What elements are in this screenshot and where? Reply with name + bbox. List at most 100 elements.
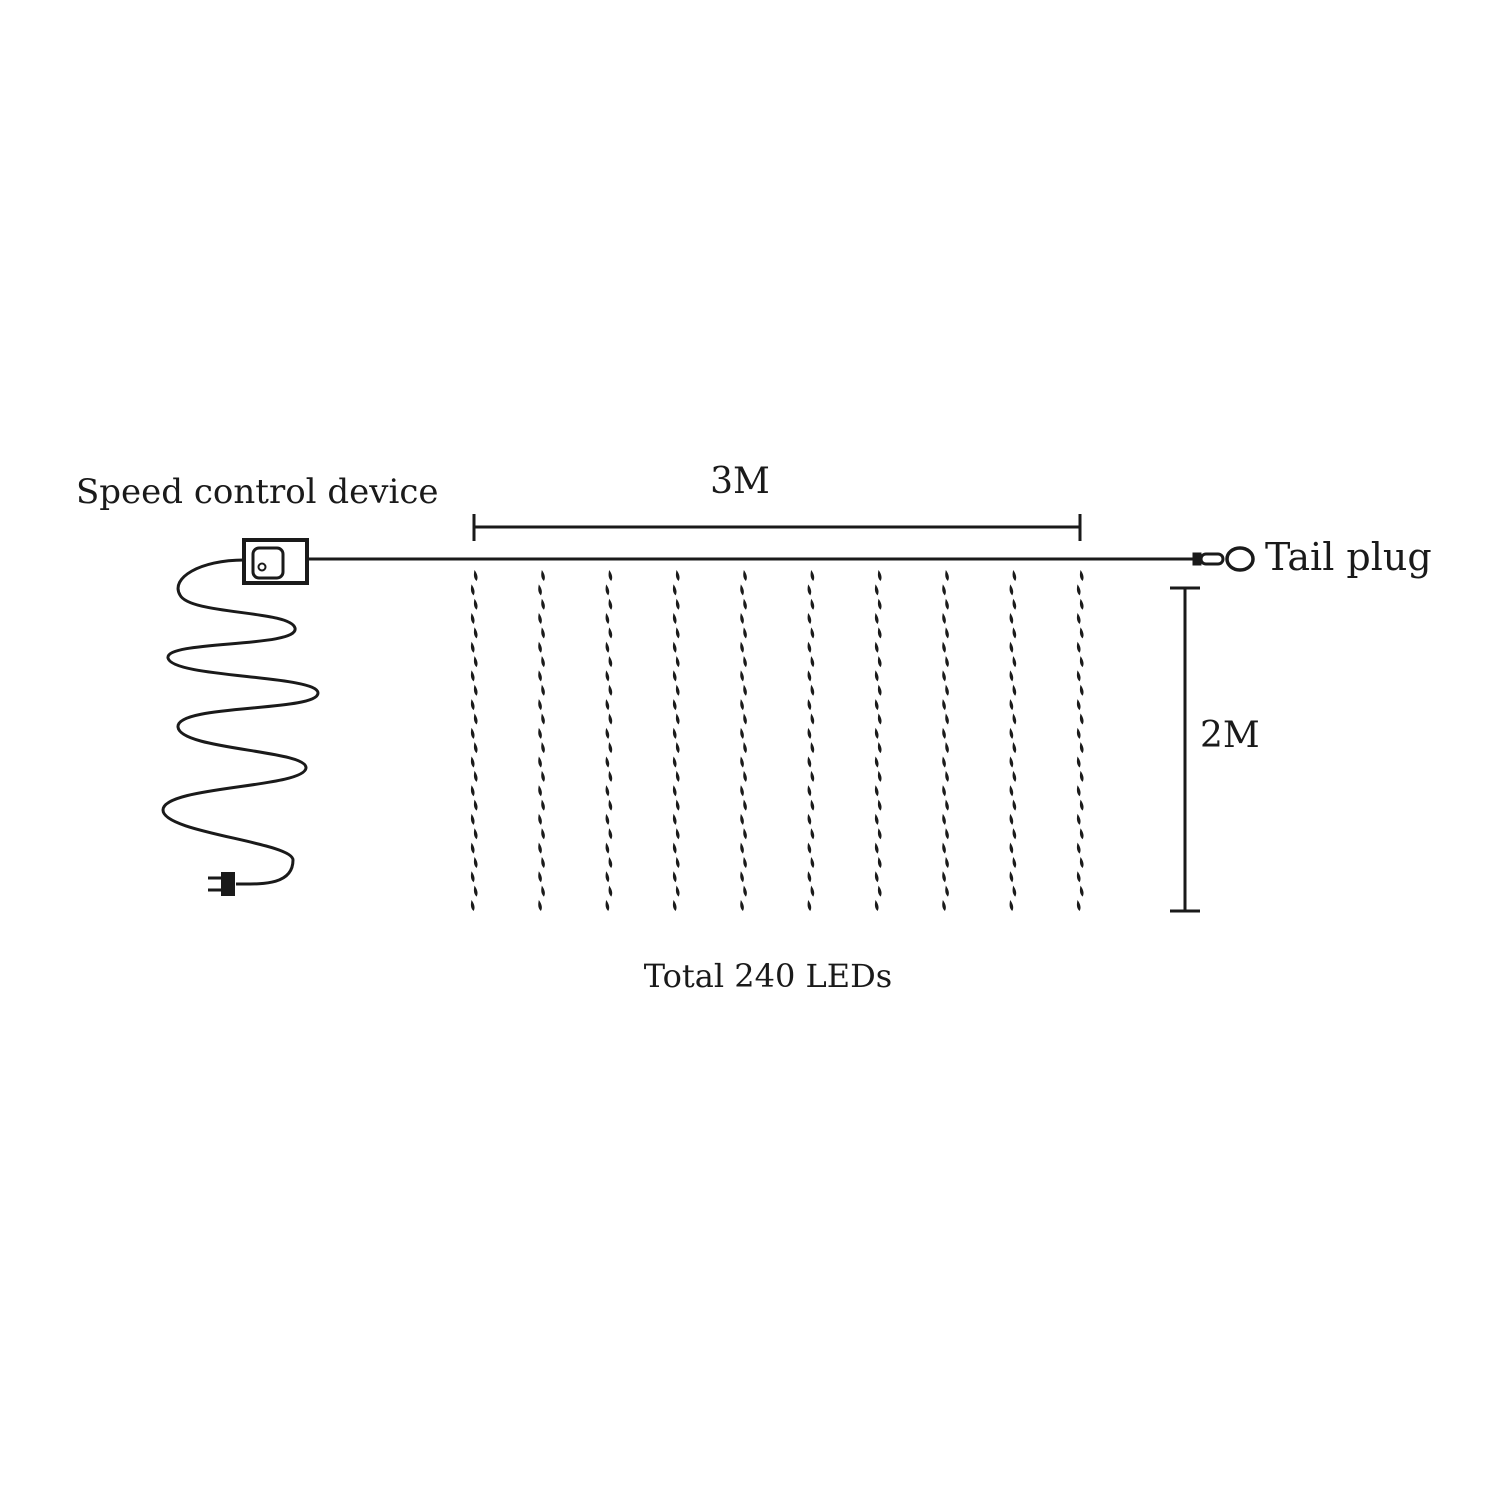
led-bulb bbox=[473, 713, 478, 725]
led-bulb bbox=[605, 670, 610, 682]
led-bulb bbox=[1009, 842, 1014, 854]
led-bulb bbox=[1009, 785, 1014, 797]
led-bulb bbox=[1012, 656, 1017, 668]
led-bulb bbox=[1009, 727, 1014, 739]
led-bulb bbox=[608, 656, 613, 668]
led-bulb bbox=[877, 656, 882, 668]
led-bulb bbox=[740, 900, 744, 911]
led-bulb bbox=[541, 770, 545, 782]
led-bulb bbox=[675, 742, 680, 754]
led-bulb bbox=[740, 641, 744, 653]
led-bulb bbox=[743, 627, 747, 639]
led-bulb bbox=[877, 828, 882, 840]
led-bulb bbox=[1079, 828, 1084, 840]
led-bulb bbox=[1079, 598, 1084, 610]
led-bulb bbox=[675, 684, 680, 696]
power-cord bbox=[161, 558, 320, 886]
led-bulb bbox=[743, 570, 747, 581]
led-bulb bbox=[1009, 670, 1014, 682]
led-bulb bbox=[675, 856, 680, 868]
led-bulb bbox=[541, 656, 545, 668]
led-strand bbox=[942, 570, 949, 911]
led-bulb bbox=[538, 756, 542, 768]
led-bulb bbox=[807, 813, 812, 825]
led-bulb bbox=[672, 842, 677, 854]
led-bulb bbox=[945, 570, 949, 581]
led-strand bbox=[470, 570, 478, 911]
led-bulb bbox=[672, 584, 677, 596]
led-bulb bbox=[942, 727, 946, 739]
led-bulb bbox=[945, 799, 949, 811]
led-bulb bbox=[877, 684, 882, 696]
led-bulb bbox=[672, 813, 677, 825]
led-bulb bbox=[675, 570, 680, 581]
controller-label: Speed control device bbox=[76, 472, 438, 512]
led-bulb bbox=[608, 799, 613, 811]
led-bulb bbox=[807, 727, 812, 739]
led-bulb bbox=[470, 900, 475, 911]
led-bulb bbox=[877, 885, 882, 897]
led-bulb bbox=[470, 842, 475, 854]
led-bulb bbox=[605, 756, 610, 768]
led-bulb bbox=[473, 684, 478, 696]
led-bulb bbox=[541, 828, 545, 840]
led-bulb bbox=[942, 699, 946, 711]
led-bulb bbox=[807, 900, 812, 911]
led-bulb bbox=[945, 713, 949, 725]
led-bulb bbox=[473, 598, 478, 610]
led-bulb bbox=[538, 584, 542, 596]
led-bulb bbox=[1009, 871, 1014, 883]
led-bulb bbox=[945, 684, 949, 696]
led-bulb bbox=[743, 684, 747, 696]
led-bulb bbox=[807, 584, 812, 596]
led-bulb bbox=[810, 856, 815, 868]
led-bulb bbox=[743, 799, 747, 811]
led-bulb bbox=[874, 813, 879, 825]
led-bulb bbox=[672, 699, 677, 711]
led-bulb bbox=[942, 813, 946, 825]
led-bulb bbox=[1076, 670, 1081, 682]
led-bulb bbox=[675, 713, 680, 725]
led-bulb bbox=[470, 613, 475, 625]
height-label: 2M bbox=[1200, 715, 1260, 756]
led-bulb bbox=[807, 699, 812, 711]
led-bulb bbox=[1076, 871, 1081, 883]
led-bulb bbox=[945, 856, 949, 868]
led-bulb bbox=[877, 713, 882, 725]
led-bulb bbox=[877, 570, 882, 581]
led-bulb bbox=[877, 770, 882, 782]
led-bulb bbox=[672, 727, 677, 739]
led-bulb bbox=[1079, 856, 1084, 868]
led-bulb bbox=[740, 785, 744, 797]
led-bulb bbox=[1076, 756, 1081, 768]
led-bulb bbox=[470, 785, 475, 797]
tail-plug-label: Tail plug bbox=[1265, 535, 1432, 579]
led-bulb bbox=[877, 856, 882, 868]
led-bulb bbox=[473, 656, 478, 668]
total-leds-label: Total 240 LEDs bbox=[644, 957, 892, 995]
control-box-icon bbox=[242, 538, 309, 585]
led-bulb bbox=[1076, 613, 1081, 625]
led-bulb bbox=[470, 670, 475, 682]
led-bulb bbox=[807, 785, 812, 797]
led-bulb bbox=[541, 598, 545, 610]
led-bulb bbox=[605, 842, 610, 854]
led-bulb bbox=[740, 670, 744, 682]
led-bulb bbox=[874, 727, 879, 739]
led-bulb bbox=[1076, 900, 1081, 911]
led-bulb bbox=[877, 742, 882, 754]
led-bulb bbox=[675, 627, 680, 639]
led-bulb bbox=[538, 613, 542, 625]
led-bulb bbox=[1079, 570, 1084, 581]
led-bulb bbox=[608, 713, 613, 725]
led-bulb bbox=[605, 613, 610, 625]
led-bulb bbox=[1079, 885, 1084, 897]
led-strand bbox=[1076, 570, 1084, 911]
led-bulb bbox=[1012, 742, 1017, 754]
led-bulb bbox=[538, 842, 542, 854]
led-bulb bbox=[1012, 713, 1017, 725]
led-bulb bbox=[675, 885, 680, 897]
led-bulb bbox=[740, 813, 744, 825]
led-bulb bbox=[1012, 684, 1017, 696]
